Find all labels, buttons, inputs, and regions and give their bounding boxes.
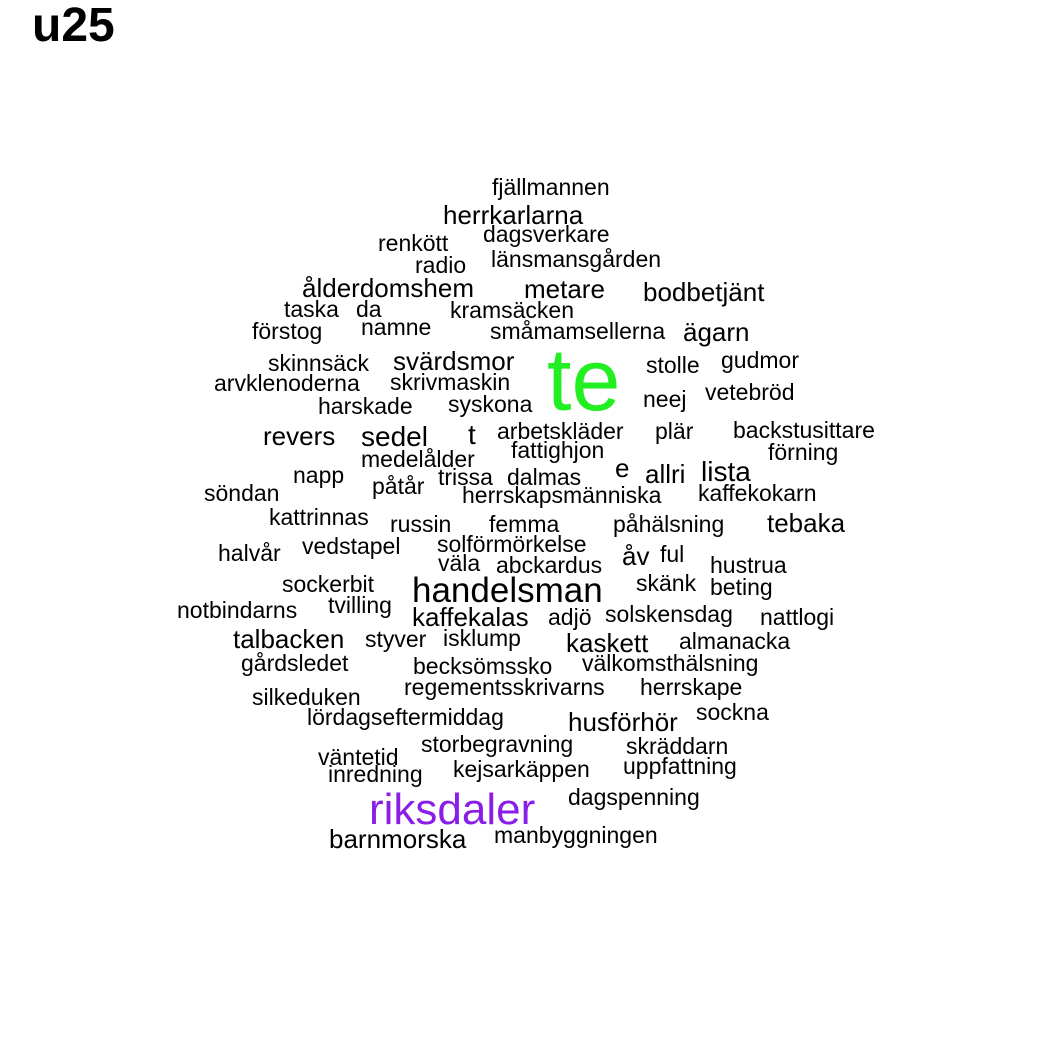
word-70: talbacken [233,624,345,654]
word-86: väntetid [318,744,399,770]
word-30: arvklenoderna [214,370,360,396]
word-59: ful [660,541,685,567]
word-77: välkomsthälsning [582,650,759,676]
word-51: russin [390,511,452,537]
word-10: fjällmannen [492,174,610,200]
word-35: syskona [448,391,533,417]
word-55: solförmörkelse [437,531,587,557]
word-24: småmamsellerna [490,318,666,344]
word-76: becksömssko [413,653,553,679]
word-19: taska [284,296,339,322]
word-74: almanacka [679,628,791,654]
word-63: beting [710,574,773,600]
word-1: riksdaler [369,785,536,834]
word-40: fattighjon [511,437,605,463]
word-31: skrivmaskin [390,369,511,395]
word-12: renkött [378,230,449,256]
word-23: namne [361,314,432,340]
word-27: svärdsmor [393,346,515,376]
word-67: adjö [548,604,592,630]
word-7: allri [645,459,686,489]
word-64: tvilling [328,592,392,618]
word-81: lördagseftermiddag [307,704,504,730]
word-17: metare [524,274,605,304]
word-39: backstusittare [733,417,875,443]
word-65: notbindarns [177,597,298,623]
word-29: gudmor [721,347,799,373]
word-91: barnmorska [329,824,467,854]
word-83: sockna [696,699,769,725]
word-71: styver [365,626,427,652]
word-78: regementsskrivarns [404,674,605,700]
word-43: napp [293,462,345,488]
word-85: skräddarn [626,733,729,759]
word-90: dagspenning [568,784,700,810]
word-48: herrskapsmänniska [462,482,662,508]
word-18: bodbetjänt [643,277,765,307]
word-33: vetebröd [705,379,795,405]
word-6: e [615,453,630,483]
word-26: skinnsäck [268,350,369,376]
word-75: gårdsledet [241,650,349,676]
word-92: manbyggningen [494,822,658,848]
word-0: te [547,330,621,429]
word-79: herrskape [640,674,743,700]
word-88: kejsarkäppen [453,756,590,782]
word-45: dalmas [507,464,582,490]
word-58: abckardus [496,552,603,578]
word-57: väla [438,550,481,576]
word-89: uppfattning [623,753,737,779]
word-72: isklump [443,625,521,651]
word-62: skänk [636,570,697,596]
word-15: länsmansgården [491,246,662,272]
word-11: herrkarlarna [443,200,584,230]
word-56: halvår [218,540,281,566]
word-73: kaskett [566,628,649,658]
word-9: tebaka [767,508,846,538]
word-4: t [468,419,476,450]
word-2: handelsman [412,571,603,610]
word-13: dagsverkare [483,221,610,247]
word-5: lista [701,456,751,487]
word-80: silkeduken [252,684,361,710]
word-46: påtår [372,473,425,499]
word-68: solskensdag [605,601,733,627]
word-87: inredning [328,761,423,787]
word-14: radio [415,252,467,278]
word-34: harskade [318,393,413,419]
word-32: neej [643,386,687,412]
chart-title: u25 [32,0,115,52]
word-3: sedel [361,421,428,452]
word-52: femma [489,511,560,537]
word-21: kramsäcken [450,297,574,323]
word-66: kaffekalas [412,602,529,632]
word-60: hustrua [710,552,787,578]
word-47: söndan [204,480,280,506]
word-53: påhälsning [613,511,725,537]
word-50: kattrinnas [269,504,369,530]
word-25: ägarn [683,317,750,347]
word-16: ålderdomshem [302,273,474,303]
word-82: husförhör [568,707,678,737]
word-28: stolle [646,352,700,378]
word-22: förstog [252,318,323,344]
word-8: åv [622,541,650,571]
word-61: sockerbit [282,571,375,597]
word-69: nattlogi [760,604,835,630]
word-20: da [356,296,382,322]
word-54: vedstapel [302,533,401,559]
word-84: storbegravning [421,731,574,757]
word-36: revers [263,421,336,451]
word-37: arbetskläder [497,418,624,444]
word-44: trissa [438,464,493,490]
word-42: medelålder [361,446,475,472]
word-41: förning [768,439,839,465]
word-38: plär [655,418,694,444]
word-49: kaffekokarn [698,480,817,506]
